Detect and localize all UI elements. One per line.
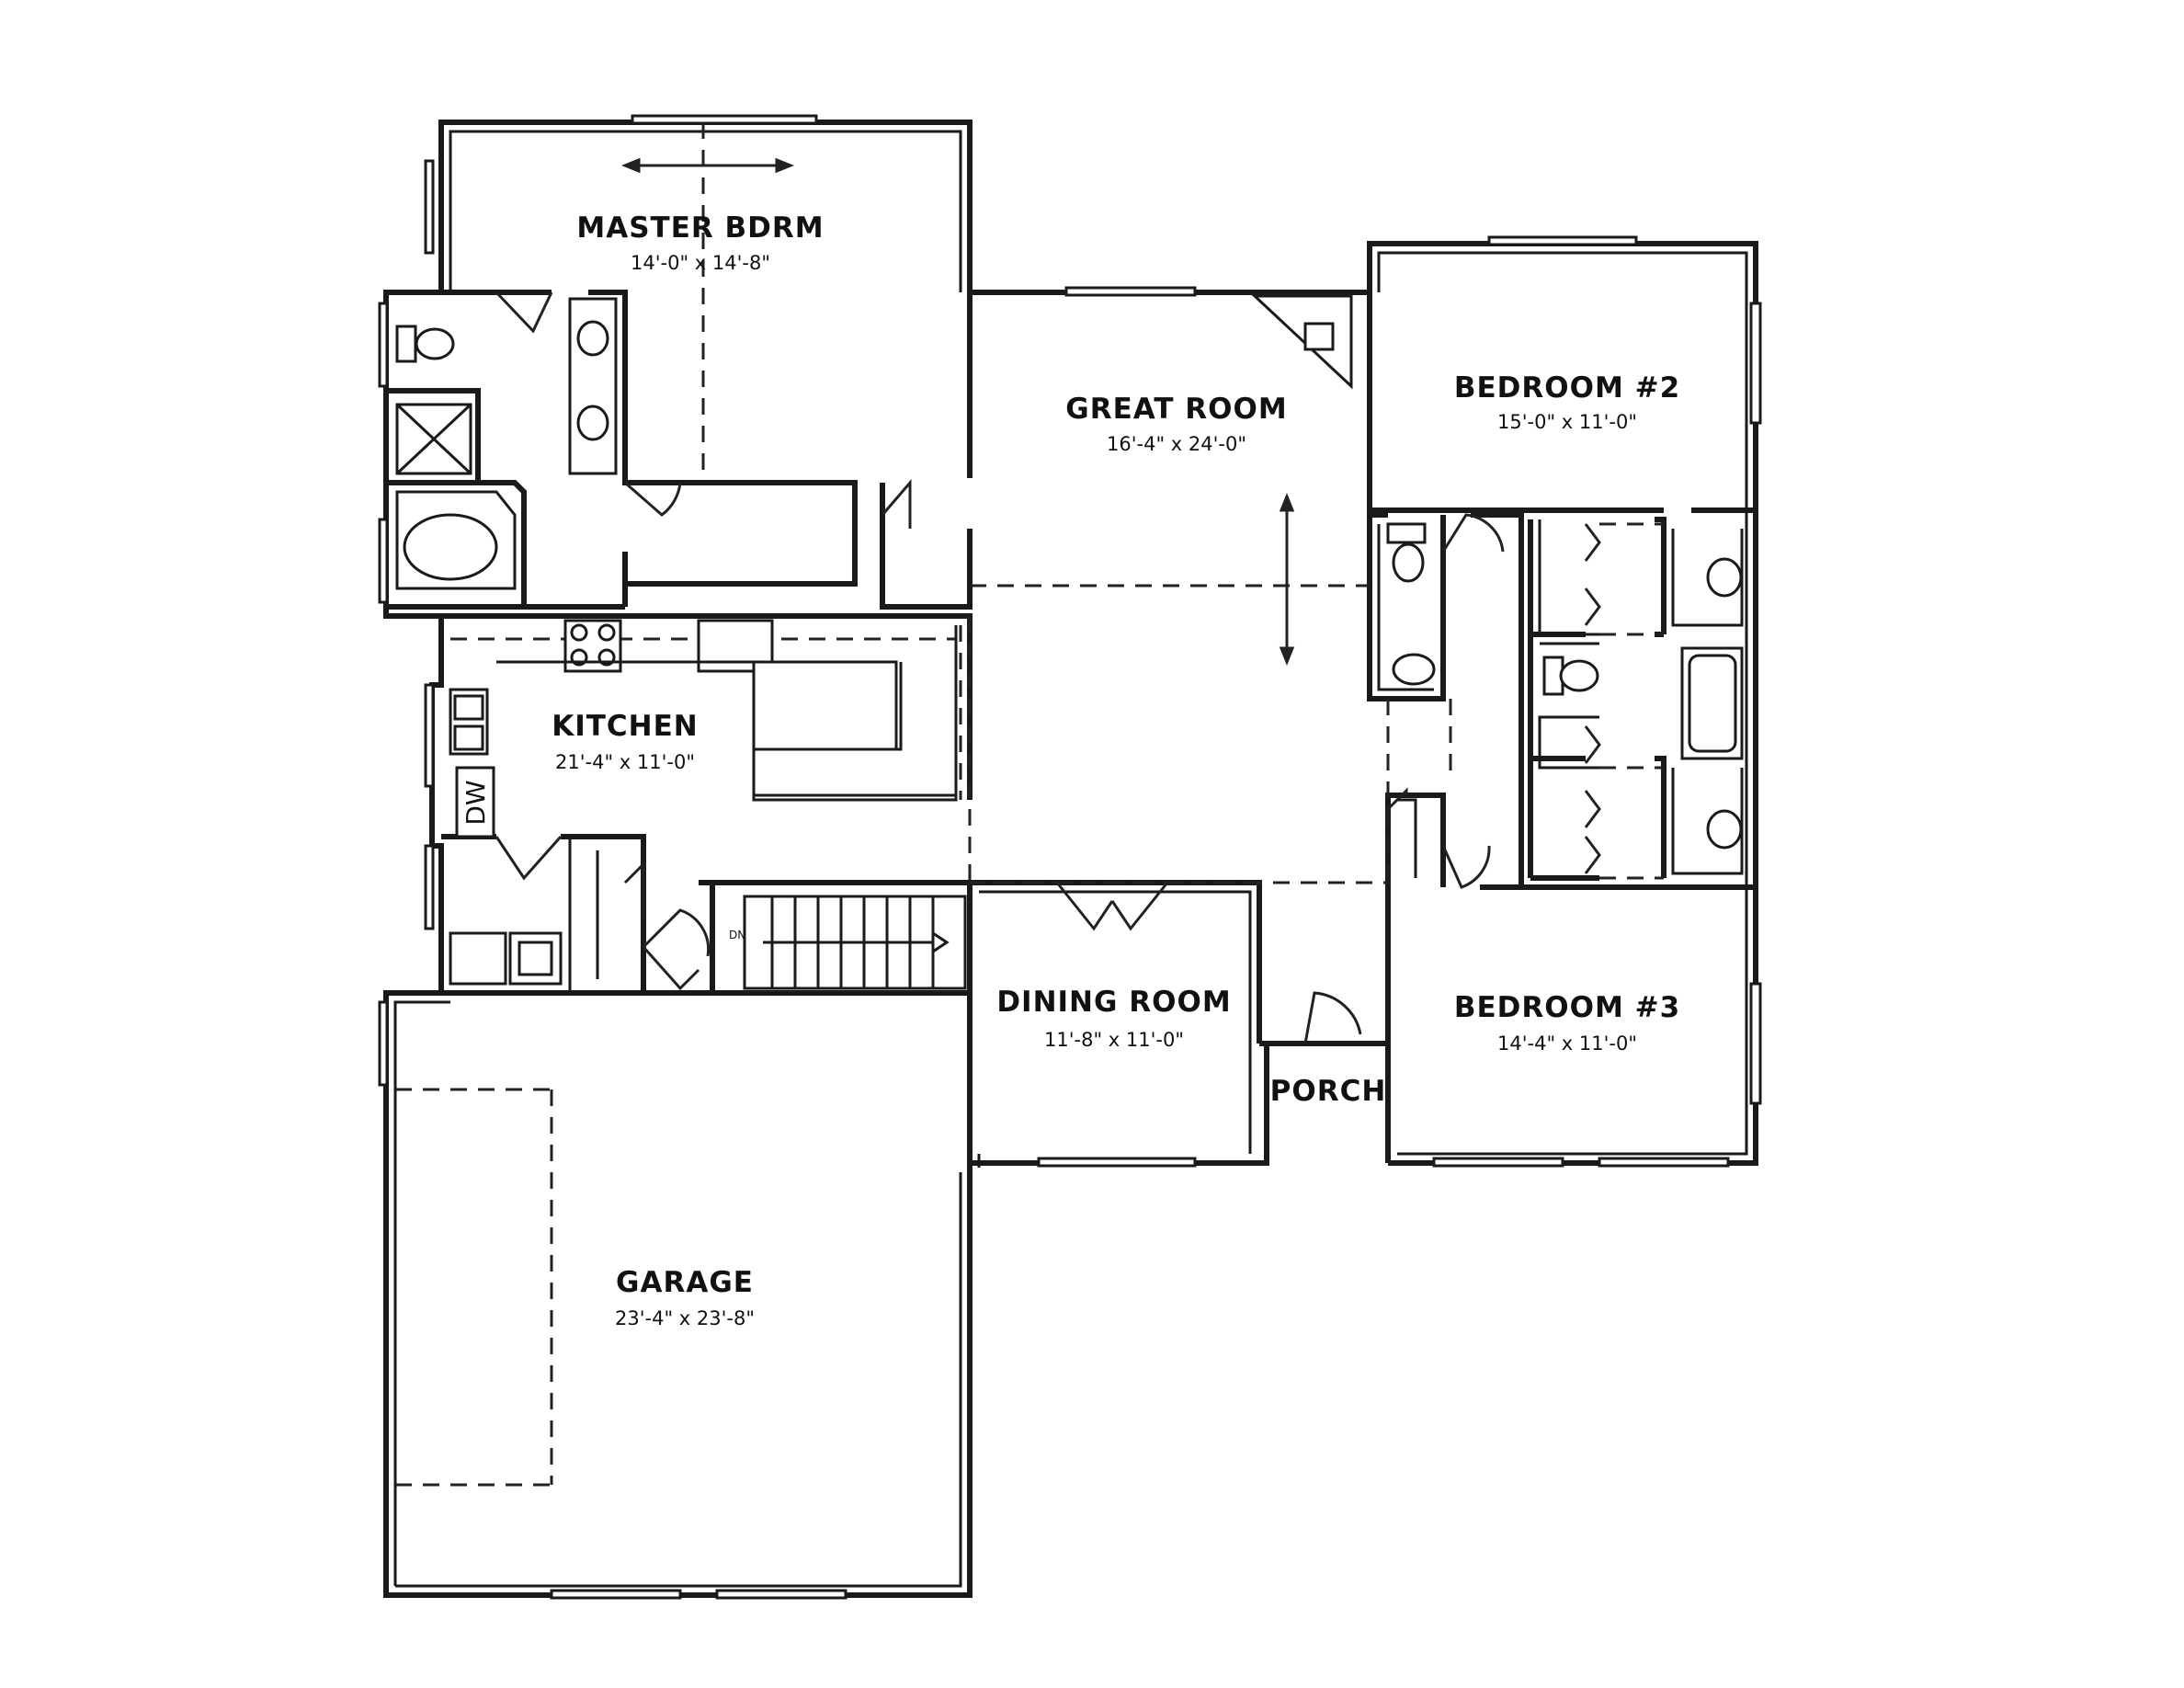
porch-name: PORCH (1270, 1075, 1387, 1108)
washer-icon (449, 931, 507, 986)
fixtures (395, 294, 1744, 990)
great-room-name: GREAT ROOM (1065, 393, 1287, 426)
dining-room-name: DINING ROOM (996, 986, 1231, 1019)
room-labels: MASTER BDRM 14'-0" x 14'-8" GREAT ROOM 1… (461, 211, 1680, 1329)
dimension-arrows (620, 157, 1295, 667)
bedroom-3-dim: 14'-4" x 11'-0" (1497, 1032, 1637, 1055)
sink-icon-3 (1706, 809, 1743, 850)
sink-icon-2 (1706, 557, 1743, 598)
interior-walls (386, 290, 1756, 1154)
windows (378, 114, 1762, 1600)
dashed-lines (395, 122, 1664, 1487)
dishwasher-box (455, 766, 495, 838)
hall-toilet-icon (1386, 522, 1427, 544)
stairs-down-label: DN (729, 929, 745, 941)
kitchen-name: KITCHEN (552, 710, 699, 743)
island-icon (752, 660, 898, 751)
toilet-icon (395, 325, 417, 363)
bedroom-2-dim: 15'-0" x 11'-0" (1497, 411, 1637, 433)
garage-dim: 23'-4" x 23'-8" (615, 1307, 755, 1329)
dishwasher-label: DW (461, 780, 491, 825)
garage-name: GARAGE (616, 1266, 754, 1299)
fireplace-icon (1251, 294, 1353, 390)
dining-room-dim: 11'-8" x 11'-0" (1044, 1029, 1184, 1051)
bedroom-2-name: BEDROOM #2 (1454, 371, 1680, 405)
doors (495, 291, 1601, 1044)
master-bedroom-dim: 14'-0" x 14'-8" (631, 252, 770, 274)
master-bedroom-name: MASTER BDRM (576, 211, 824, 245)
kitchen-dim: 21'-4" x 11'-0" (555, 751, 695, 773)
great-room-dim: 16'-4" x 24'-0" (1107, 433, 1246, 455)
bedroom-3-name: BEDROOM #3 (1454, 991, 1680, 1024)
